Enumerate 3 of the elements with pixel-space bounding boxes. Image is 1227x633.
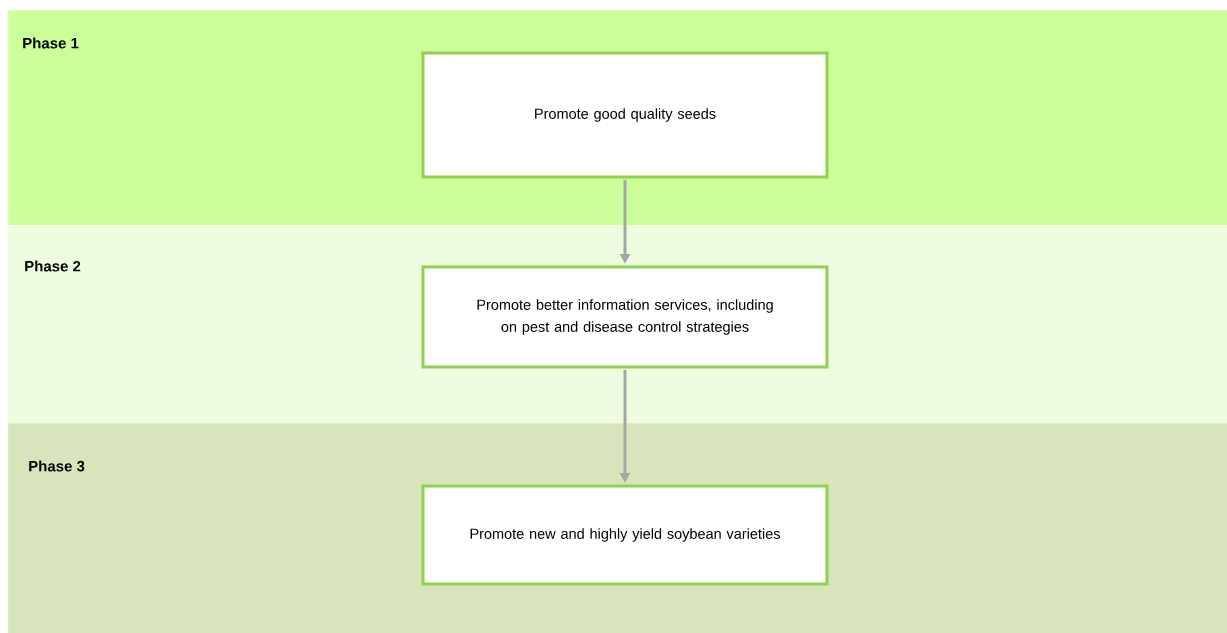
process-box: Promote good quality seeds [421, 51, 829, 179]
process-box: Promote better information services, including on pest and disease control strategies [421, 265, 829, 369]
process-box: Promote new and highly yield soybean varieties [421, 484, 829, 586]
